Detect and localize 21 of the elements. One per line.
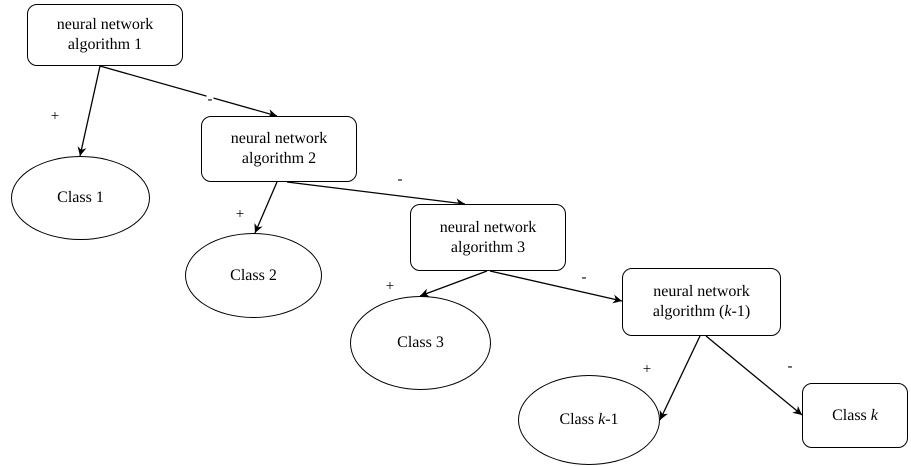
arrow <box>659 336 701 420</box>
arrow <box>78 66 101 156</box>
arrow <box>100 65 278 118</box>
node-label: Class 3 <box>397 333 444 353</box>
node-label: neural network algorithm 2 <box>230 129 328 169</box>
node-label: neural network algorithm 1 <box>56 15 154 55</box>
algorithm-box <box>27 4 183 66</box>
arrow <box>706 336 802 416</box>
algorithm-box <box>622 268 781 336</box>
node-label: neural network algorithm (k-1) <box>652 282 752 322</box>
node-label: neural network algorithm 3 <box>438 218 538 258</box>
algorithm-box <box>410 204 566 271</box>
node-label: Class k-1 <box>559 410 619 430</box>
node-label: Class k <box>832 406 878 426</box>
arrow <box>490 270 622 304</box>
node-label: Class 2 <box>230 266 277 286</box>
arrow <box>420 270 488 298</box>
algorithm-box <box>201 116 357 182</box>
arrow <box>254 182 278 234</box>
node-label: Class 1 <box>57 188 104 208</box>
algorithm-box <box>802 383 908 448</box>
